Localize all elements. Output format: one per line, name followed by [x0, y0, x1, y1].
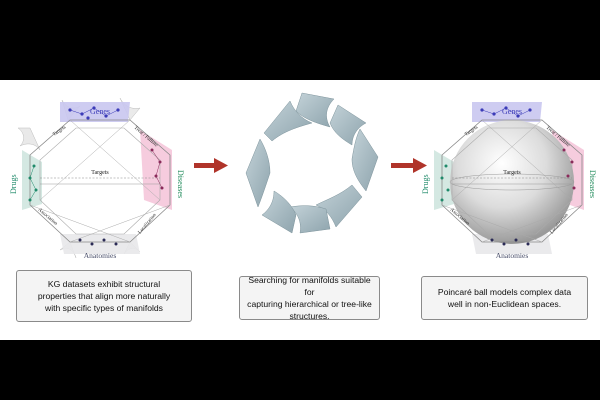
manifold-tile — [289, 205, 331, 234]
drugs-band — [434, 150, 454, 210]
drug-nodes — [28, 164, 38, 202]
drugs-band — [22, 150, 42, 210]
targets-top-label: Targets — [52, 125, 67, 137]
manifold-tile — [329, 104, 367, 146]
right-caption: Poincaré ball models complex data well i… — [421, 276, 588, 320]
figure-canvas: Genes Targets Targets Treat / Palliate D… — [0, 80, 600, 340]
diseases-label: Diseases — [176, 170, 185, 198]
frame-flourish — [17, 127, 41, 151]
drug-nodes — [440, 164, 450, 202]
diseases-label: Diseases — [588, 170, 597, 198]
arrow-left-to-middle — [194, 158, 228, 173]
manifold-tile — [295, 92, 335, 128]
genes-band — [60, 102, 130, 122]
genes-band — [472, 102, 542, 122]
manifold-tile — [261, 190, 297, 234]
anatomies-label: Anatomies — [496, 251, 529, 260]
anatomy-nodes — [490, 238, 530, 246]
disease-nodes — [150, 148, 164, 190]
figure-svg: Genes Targets Targets Treat / Palliate D… — [9, 92, 597, 260]
targets-mid-label: Targets — [503, 170, 521, 176]
ball-equator — [449, 173, 575, 191]
drugs-label: Drugs — [421, 174, 430, 194]
targets-mid-label: Targets — [91, 170, 109, 176]
arrow-middle-to-right — [391, 158, 427, 173]
manifold-tiles — [245, 92, 379, 234]
middle-caption: Searching for manifolds suitable for cap… — [239, 275, 380, 321]
manifold-tile — [263, 100, 313, 142]
association-label: Association — [37, 208, 59, 227]
manifold-tile — [245, 138, 271, 208]
left-caption: KG datasets exhibit structural propertie… — [16, 270, 192, 322]
manifold-tile — [315, 184, 363, 228]
gene-nodes — [68, 106, 120, 120]
drugs-label: Drugs — [9, 174, 18, 194]
anatomies-label: Anatomies — [84, 251, 117, 260]
disease-nodes — [562, 148, 576, 190]
left-knowledge-graph: Genes Targets Targets Treat / Palliate D… — [9, 97, 185, 260]
right-poincare-graph: Genes Targets Targets Treat / Palliate D… — [421, 102, 597, 260]
genes-label: Genes — [502, 107, 522, 116]
genes-label: Genes — [90, 107, 110, 116]
poincare-ball — [450, 120, 574, 244]
frame-flourish — [119, 97, 141, 121]
anatomy-nodes — [78, 238, 118, 246]
manifold-tile — [351, 128, 379, 192]
gene-nodes — [480, 106, 532, 118]
